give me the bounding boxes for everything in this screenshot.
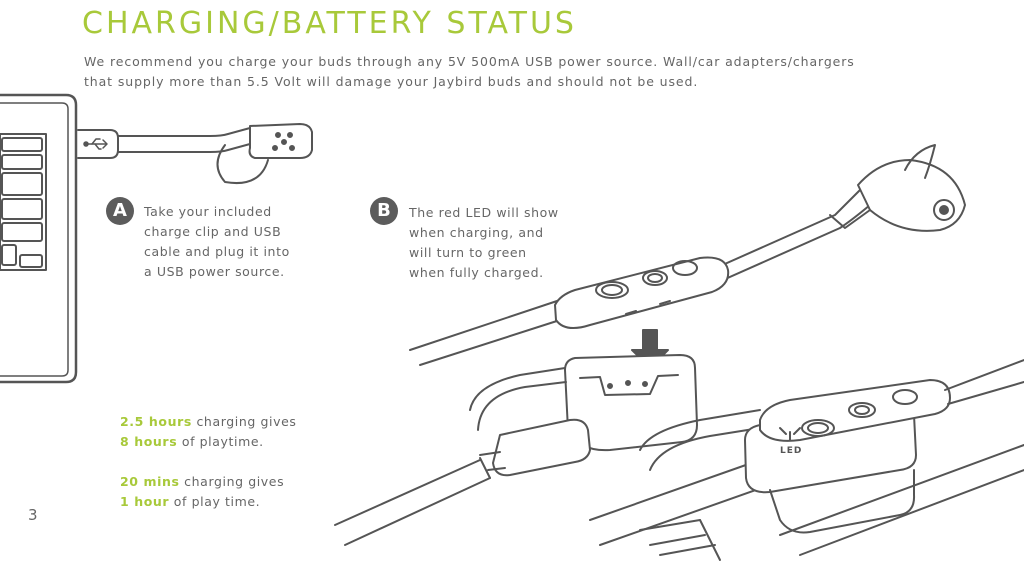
- earbud-illustration: [409, 144, 966, 366]
- stat-row-2: 8 hours of playtime.: [120, 432, 296, 452]
- stat-row-1: 2.5 hours charging gives: [120, 412, 296, 432]
- step-b-line-3: will turn to green: [409, 245, 527, 260]
- step-b-badge: B: [370, 197, 398, 225]
- stat-highlight-3: 20 mins: [120, 474, 180, 489]
- intro-line-1: We recommend you charge your buds throug…: [84, 54, 855, 69]
- stat-highlight-4: 1 hour: [120, 494, 170, 509]
- led-label: LED: [780, 446, 803, 456]
- page-number: 3: [28, 506, 38, 524]
- stat-text-4: of play time.: [169, 494, 261, 509]
- charge-clip-illustration: [334, 354, 698, 546]
- stat-highlight-2: 8 hours: [120, 434, 178, 449]
- stat-highlight-1: 2.5 hours: [120, 414, 192, 429]
- step-a-line-2: charge clip and USB: [144, 224, 282, 239]
- step-b-line-4: when fully charged.: [409, 265, 544, 280]
- step-b-line-2: when charging, and: [409, 225, 544, 240]
- intro-line-2: that supply more than 5.5 Volt will dama…: [84, 74, 699, 89]
- intro-text: We recommend you charge your buds throug…: [84, 52, 855, 92]
- step-a-line-4: a USB power source.: [144, 264, 285, 279]
- page-title: CHARGING/BATTERY STATUS: [82, 6, 577, 41]
- charging-stats: 2.5 hours charging gives 8 hours of play…: [120, 412, 296, 512]
- assembled-charger-illustration: [589, 359, 1024, 561]
- step-a-line-1: Take your included: [144, 204, 272, 219]
- usb-cable-illustration: [77, 123, 313, 184]
- laptop-illustration: [0, 93, 78, 384]
- step-a-text: Take your included charge clip and USB c…: [144, 202, 290, 282]
- step-b-text: The red LED will show when charging, and…: [409, 203, 559, 283]
- stat-row-4: 1 hour of play time.: [120, 492, 296, 512]
- step-b-line-1: The red LED will show: [409, 205, 559, 220]
- step-a-badge: A: [106, 197, 134, 225]
- stat-text-2: of playtime.: [177, 434, 264, 449]
- stat-row-3: 20 mins charging gives: [120, 472, 296, 492]
- stat-text-3: charging gives: [179, 474, 285, 489]
- step-a-line-3: cable and plug it into: [144, 244, 290, 259]
- usb-icon: [83, 138, 108, 150]
- stat-text-1: charging gives: [191, 414, 297, 429]
